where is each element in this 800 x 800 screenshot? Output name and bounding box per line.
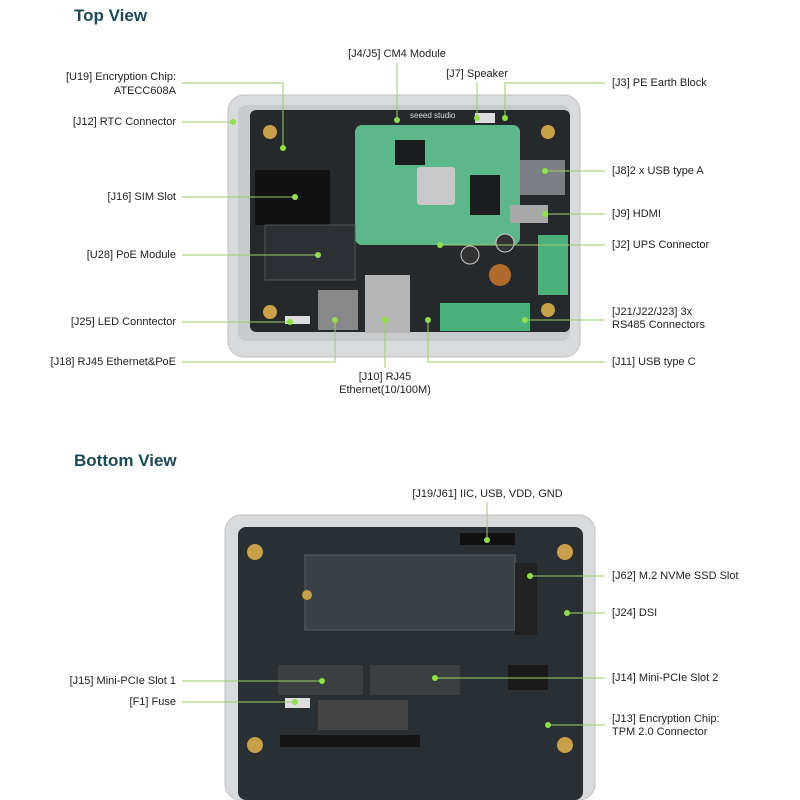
top-view-title: Top View [74, 6, 148, 25]
label-rj45-line2: Ethernet(10/100M) [339, 384, 431, 396]
bottom-view-title: Bottom View [74, 451, 177, 470]
label-rtc: [J12] RTC Connector [72, 116, 176, 128]
bottom-board-photo [224, 514, 596, 800]
label-u19-line1: [U19] Encryption Chip: [65, 71, 176, 83]
label-header: [J19/J61] IIC, USB, VDD, GND [412, 488, 563, 500]
label-pcie2: [J14] Mini-PCIe Slot 2 [612, 672, 719, 684]
label-nvme: [J62] M.2 NVMe SSD Slot [612, 570, 739, 582]
anchor-dots [230, 115, 570, 728]
label-dsi: [J24] DSI [612, 607, 658, 619]
label-u19-line2: ATECC608A [113, 85, 176, 97]
label-pcie1: [J15] Mini-PCIe Slot 1 [69, 675, 176, 687]
label-usb-a: [J8]2 x USB type A [612, 165, 704, 177]
label-tpm-line2: TPM 2.0 Connector [612, 726, 708, 738]
label-rs485-line1: [J21/J22/J23] 3x [612, 306, 693, 318]
label-speaker: [J7] Speaker [446, 68, 508, 80]
label-fuse: [F1] Fuse [129, 696, 176, 708]
board-brand-text: seeed studio [410, 111, 456, 120]
label-poe-module: [U28] PoE Module [86, 249, 176, 261]
leader-lines [182, 63, 605, 726]
label-rj45-poe: [J18] RJ45 Ethernet&PoE [50, 356, 176, 368]
label-led: [J25] LED Conntector [70, 316, 176, 328]
label-sim: [J16] SIM Slot [107, 191, 176, 203]
label-hdmi: [J9] HDMI [612, 208, 661, 220]
label-rj45-line1: [J10] RJ45 [358, 371, 412, 383]
label-ups: [J2] UPS Connector [612, 239, 710, 251]
label-rs485-line2: RS485 Connectors [612, 319, 705, 331]
label-pe-earth: [J3] PE Earth Block [612, 77, 707, 89]
label-usb-c: [J11] USB type C [612, 356, 696, 368]
label-cm4-module: [J4/J5] CM4 Module [348, 48, 446, 60]
top-board-photo: seeed studio [227, 94, 581, 358]
label-tpm-line1: [J13] Encryption Chip: [612, 713, 720, 725]
